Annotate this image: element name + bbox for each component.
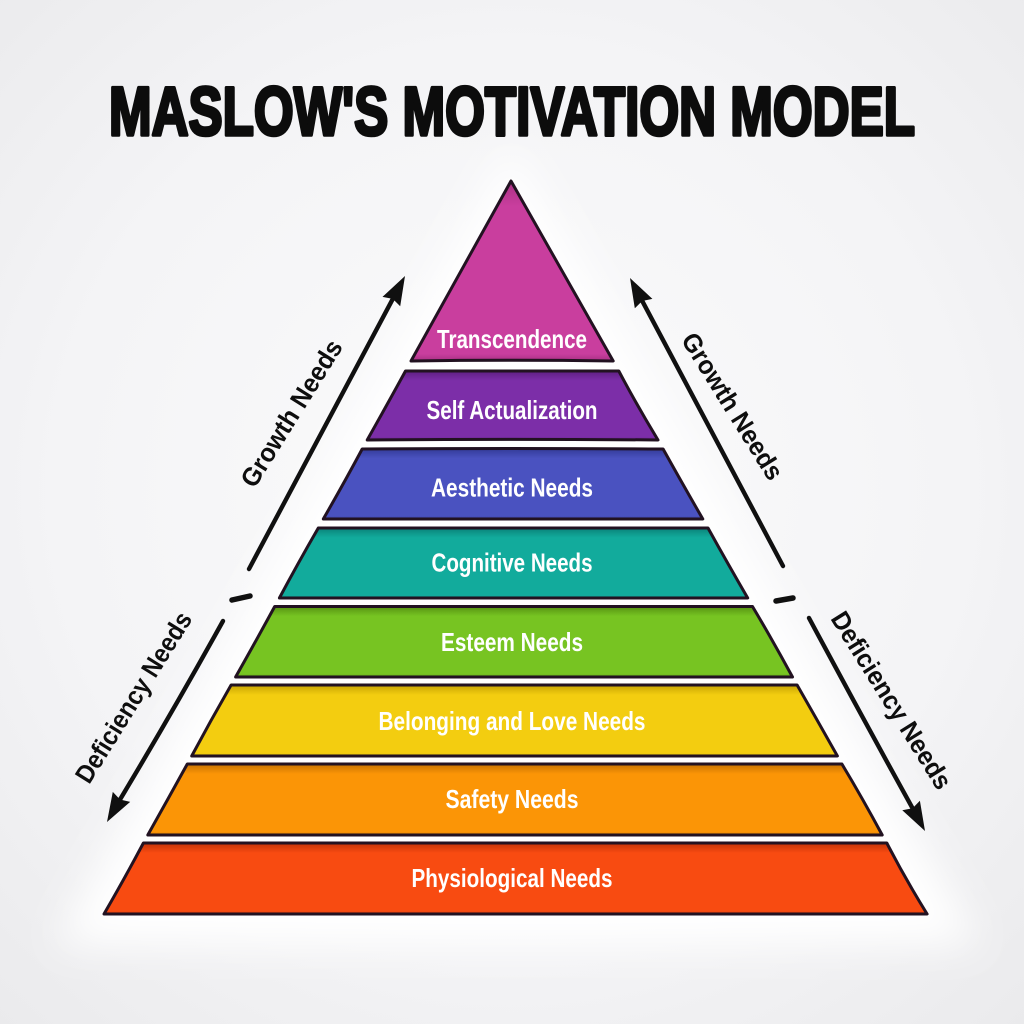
- svg-text:Physiological Needs: Physiological Needs: [412, 863, 613, 893]
- svg-text:Esteem Needs: Esteem Needs: [441, 627, 583, 657]
- svg-text:Safety Needs: Safety Needs: [446, 784, 579, 814]
- svg-text:MASLOW'S MOTIVATION MODEL: MASLOW'S MOTIVATION MODEL: [109, 73, 915, 150]
- svg-text:Transcendence: Transcendence: [437, 324, 587, 354]
- svg-text:Self Actualization: Self Actualization: [427, 395, 598, 425]
- svg-text:Cognitive Needs: Cognitive Needs: [432, 548, 593, 578]
- svg-text:Aesthetic Needs: Aesthetic Needs: [431, 473, 593, 503]
- svg-text:Belonging and Love Needs: Belonging and Love Needs: [379, 706, 646, 736]
